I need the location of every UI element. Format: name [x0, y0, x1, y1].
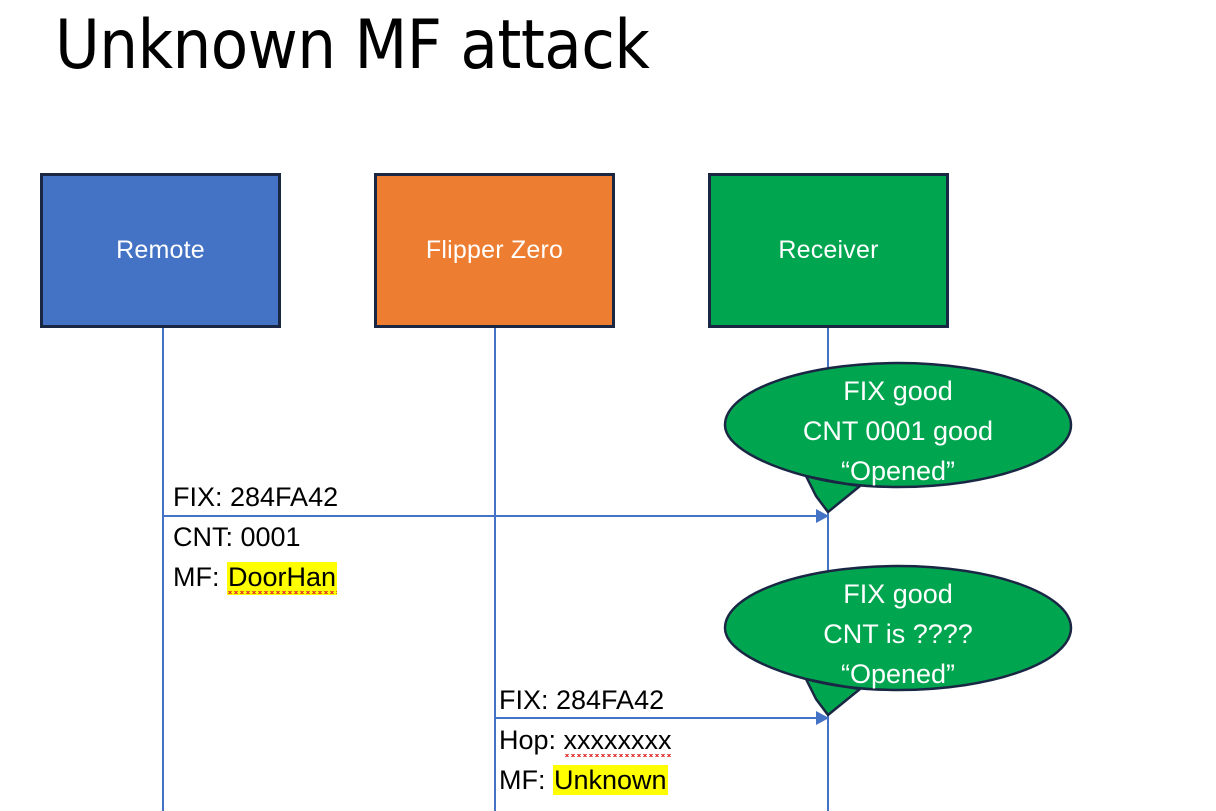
actor-box-flipper-zero[interactable]: Flipper Zero	[374, 173, 615, 328]
message-2-label-below: Hop: xxxxxxxx MF: Unknown	[499, 720, 672, 800]
speech-bubble-shape-1	[723, 361, 1073, 514]
message-arrow-remote-to-receiver[interactable]	[163, 515, 828, 517]
message-2-mf-value-highlighted: Unknown	[553, 765, 668, 795]
message-1-cnt-text: CNT: 0001	[173, 522, 301, 552]
message-1-label-above: FIX: 284FA42	[173, 477, 338, 517]
page-title: Unknown MF attack	[55, 6, 650, 85]
message-1-mf-value-highlighted: DoorHan	[227, 562, 337, 595]
message-2-hop-line: Hop: xxxxxxxx	[499, 720, 672, 760]
lifeline-flipper-zero	[494, 328, 496, 811]
actor-label-receiver: Receiver	[778, 236, 879, 264]
actor-box-receiver[interactable]: Receiver	[708, 173, 949, 328]
speech-bubble-receiver-1[interactable]: FIX good CNT 0001 good “Opened”	[723, 361, 1073, 514]
message-2-mf-prefix: MF:	[499, 765, 553, 795]
speech-bubble-receiver-2[interactable]: FIX good CNT is ???? “Opened”	[723, 564, 1073, 717]
lifeline-remote	[162, 328, 164, 811]
message-2-label-above: FIX: 284FA42	[499, 680, 664, 720]
message-arrow-flipper-to-receiver[interactable]	[495, 717, 828, 719]
message-2-fix-text: FIX: 284FA42	[499, 685, 665, 715]
message-1-mf-line: MF: DoorHan	[173, 557, 337, 597]
message-1-cnt-line: CNT: 0001	[173, 517, 337, 557]
message-1-fix-text: FIX: 284FA42	[173, 482, 339, 512]
lifeline-receiver	[827, 328, 829, 811]
actor-label-remote: Remote	[116, 236, 205, 264]
actor-box-remote[interactable]: Remote	[40, 173, 281, 328]
message-1-label-below: CNT: 0001 MF: DoorHan	[173, 517, 337, 597]
message-2-hop-value: xxxxxxxx	[563, 725, 672, 758]
actor-label-flipper-zero: Flipper Zero	[425, 236, 564, 264]
message-2-hop-prefix: Hop:	[499, 725, 564, 755]
message-1-mf-prefix: MF:	[173, 562, 227, 592]
speech-bubble-shape-2	[723, 564, 1073, 717]
message-2-mf-line: MF: Unknown	[499, 760, 672, 800]
